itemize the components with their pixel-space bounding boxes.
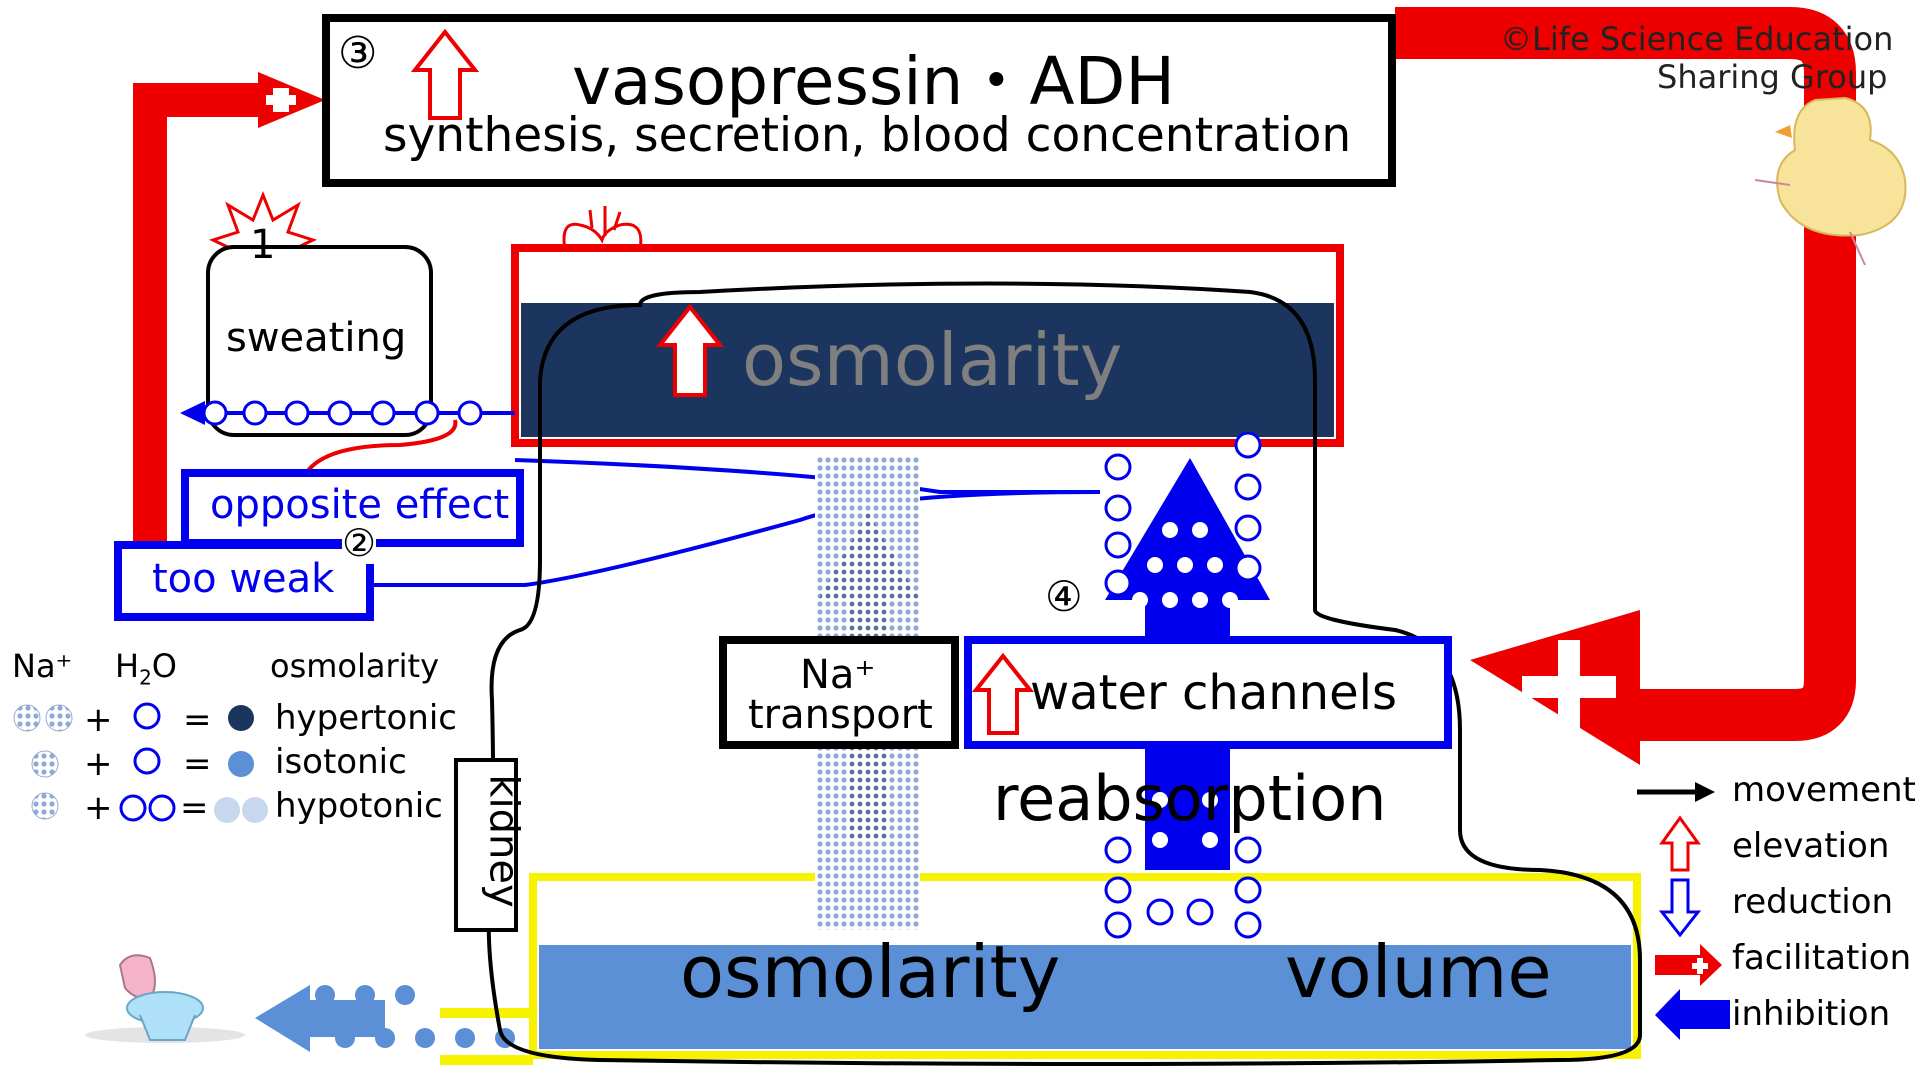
copyright-line-2: Sharing Group [1657, 58, 1888, 96]
h2o-o: O [151, 647, 177, 685]
na-transport-line-1: Na⁺ [800, 652, 876, 698]
arrow-legend-glyphs [1637, 782, 1730, 1040]
legend-elevation: elevation [1732, 826, 1890, 866]
blood-osmolarity-label: osmolarity [742, 318, 1123, 402]
blood-hypertonic-fill [521, 303, 1334, 437]
elevation-arrow-adh [410, 28, 480, 120]
feedback-number: ② [342, 521, 377, 565]
legend-h2o-header: H2O [115, 647, 177, 689]
elevation-arrow-blood [655, 303, 725, 397]
legend-osmolarity-header: osmolarity [270, 647, 440, 685]
kidney-label: kidney [480, 774, 527, 908]
na-transport-line-2: transport [748, 692, 933, 738]
legend-eq-1: = [183, 700, 212, 740]
kidney-outline [486, 281, 1642, 1066]
osmolarity-legend-glyphs [13, 702, 268, 823]
water-channels-box [964, 636, 1452, 749]
opposite-effect-label: opposite effect [210, 482, 510, 528]
na-transport-box [719, 636, 959, 749]
legend-plus-2: + [84, 744, 113, 784]
legend-plus-3: + [84, 788, 113, 828]
sweat-water-arrow [180, 400, 515, 426]
opposite-effect-line [514, 458, 1100, 494]
copyright-line-1: ©Life Science Education [1500, 20, 1894, 58]
legend-hypotonic: hypotonic [275, 786, 443, 826]
urine-fill [539, 945, 1631, 1049]
opposite-effect-box [181, 469, 524, 547]
legend-plus-1: + [84, 700, 113, 740]
water-channels-label: water channels [1030, 665, 1397, 721]
h2o-subscript: 2 [139, 665, 152, 690]
sweating-number: 1 [250, 222, 276, 268]
too-weak-box [114, 541, 374, 621]
h2o-h: H [115, 647, 140, 685]
legend-eq-2: = [183, 744, 212, 784]
kidney-label-box [454, 758, 518, 932]
adh-number: ③ [338, 28, 378, 79]
legend-facilitation: facilitation [1732, 938, 1912, 978]
too-weak-line [370, 490, 1101, 587]
legend-isotonic: isotonic [275, 742, 407, 782]
adh-box [322, 14, 1396, 187]
legend-na-header: Na⁺ [12, 647, 73, 685]
legend-hypertonic: hypertonic [275, 698, 457, 738]
chick-illustration [1754, 96, 1907, 266]
channels-number: ④ [1045, 572, 1083, 621]
urine-osmolarity-label: osmolarity [680, 930, 1061, 1014]
legend-eq-3: = [180, 788, 209, 828]
facilitation-loop-right [1395, 7, 1856, 765]
legend-inhibition: inhibition [1732, 994, 1891, 1034]
adh-subtitle: synthesis, secretion, blood concentratio… [383, 108, 1352, 163]
toilet-icon [85, 954, 245, 1043]
elevation-arrow-channels [971, 652, 1035, 735]
legend-movement: movement [1732, 770, 1916, 810]
adh-title: vasopressin・ADH [572, 43, 1175, 120]
sweating-box [206, 245, 433, 437]
urine-volume-label: volume [1285, 930, 1552, 1014]
facilitation-loop-left [133, 72, 325, 545]
too-weak-label: too weak [152, 556, 335, 602]
sweating-label: sweating [226, 315, 407, 361]
urine-outflow [255, 985, 533, 1065]
legend-reduction: reduction [1732, 882, 1894, 922]
reabsorption-label: reabsorption [993, 762, 1387, 835]
